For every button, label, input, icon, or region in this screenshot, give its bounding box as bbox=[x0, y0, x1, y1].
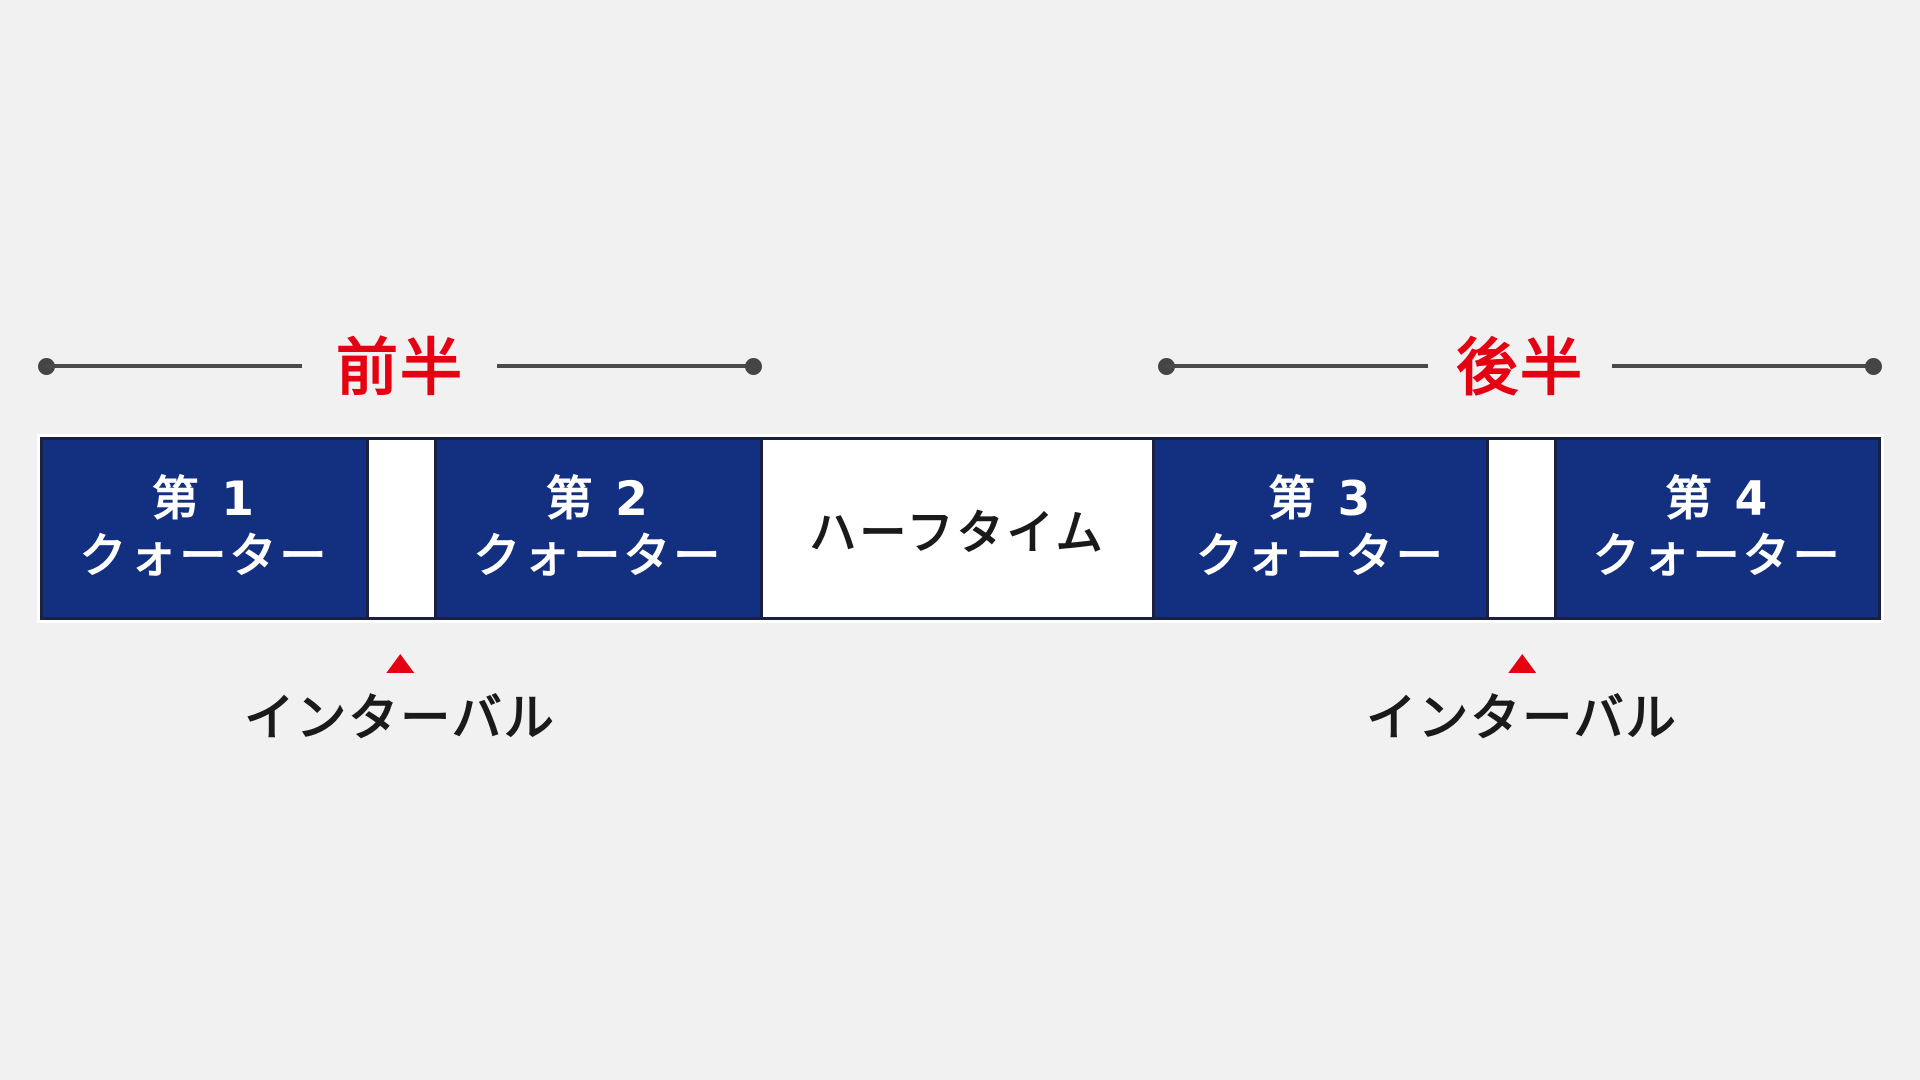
timeline-bar: 第 1 クォーター 第 2 クォーター ハーフタイム 第 3 クォーター 第 4… bbox=[40, 437, 1881, 620]
halftime-block: ハーフタイム bbox=[759, 440, 1153, 617]
bracket-line bbox=[1612, 364, 1873, 368]
interval-2-label: インターバル bbox=[1366, 689, 1678, 747]
line-endpoint-dot bbox=[1865, 358, 1882, 375]
interval-pointer-triangle-icon bbox=[1508, 654, 1536, 673]
interval-2-gap bbox=[1486, 440, 1555, 617]
quarter-2-number: 第 2 bbox=[545, 472, 651, 528]
interval-marker-2: インターバル bbox=[1366, 654, 1678, 743]
quarter-4-block: 第 4 クォーター bbox=[1554, 440, 1878, 617]
quarter-1-block: 第 1 クォーター bbox=[43, 440, 366, 617]
interval-1-label: インターバル bbox=[244, 689, 556, 747]
interval-1-gap bbox=[365, 440, 434, 617]
interval-pointer-triangle-icon bbox=[386, 654, 414, 673]
line-endpoint-dot bbox=[745, 358, 762, 375]
quarter-4-word: クォーター bbox=[1592, 528, 1843, 584]
quarter-3-number: 第 3 bbox=[1268, 472, 1374, 528]
quarter-1-word: クォーター bbox=[79, 528, 330, 584]
bracket-line bbox=[497, 364, 753, 368]
bracket-line bbox=[1166, 364, 1428, 368]
second-half-label: 後半 bbox=[1455, 331, 1585, 404]
quarter-1-number: 第 1 bbox=[151, 472, 257, 528]
quarter-3-block: 第 3 クォーター bbox=[1152, 440, 1487, 617]
halftime-label: ハーフタイム bbox=[809, 506, 1106, 561]
quarter-3-word: クォーター bbox=[1195, 528, 1446, 584]
quarter-2-word: クォーター bbox=[473, 528, 724, 584]
quarter-2-block: 第 2 クォーター bbox=[433, 440, 760, 617]
interval-marker-1: インターバル bbox=[244, 654, 556, 743]
first-half-label: 前半 bbox=[335, 331, 465, 404]
bracket-line bbox=[46, 364, 302, 368]
quarter-4-number: 第 4 bbox=[1665, 472, 1771, 528]
